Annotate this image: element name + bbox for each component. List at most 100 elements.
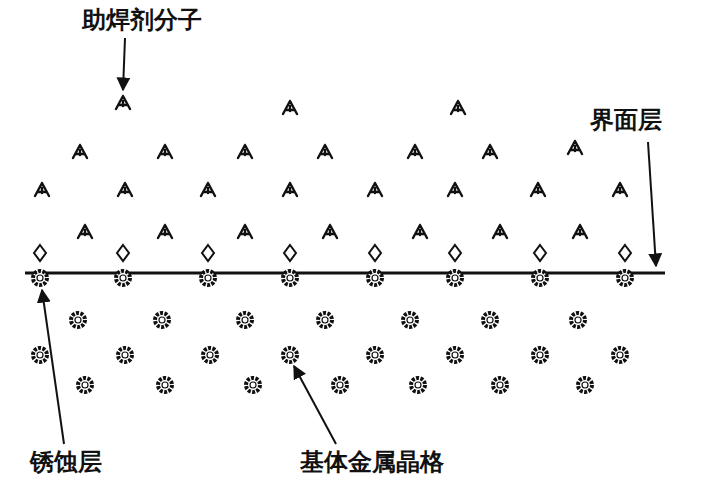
metal-atom [368,348,382,362]
flux-molecule [158,225,172,238]
corrosion-molecule [117,245,129,261]
flux-molecule [323,225,337,238]
flux-molecule [283,101,297,114]
metal-atom [238,313,252,327]
metal-atom-core [575,317,581,323]
metal-atom-core [372,275,378,281]
metal-atom [155,313,169,327]
flux-molecule [283,183,297,196]
flux-molecule [568,141,582,154]
flux-molecule [483,145,497,158]
metal-atom-core [537,352,543,358]
metal-atom [116,271,130,285]
flux-molecule [573,225,587,238]
metal-atom-core [452,275,458,281]
metal-atom [613,348,627,362]
metal-atom-core [487,317,493,323]
metal-atom [318,313,332,327]
leader-line [294,366,336,444]
metal-atom-core [337,382,343,388]
flux-molecule [238,145,252,158]
leader-line [123,38,125,90]
leader-line [648,142,656,266]
flux-molecule [118,183,132,196]
corrosion-molecule [369,245,381,261]
flux-molecule [531,183,545,196]
metal-atom [333,378,347,392]
flux-molecule [238,225,252,238]
metal-atom-core [452,352,458,358]
flux-molecule [73,145,87,158]
flux-molecule [78,225,92,238]
metal-atom-core [37,275,43,281]
metal-atom [448,348,462,362]
metal-atom-core [537,275,543,281]
metal-atom [118,348,132,362]
metal-atom-core [250,382,256,388]
lattice-label: 基体金属晶格 [300,448,444,477]
metal-atom [246,378,260,392]
metal-atom [448,271,462,285]
metal-atom [411,378,425,392]
metal-atom [71,313,85,327]
metal-atom-core [622,275,628,281]
flux-molecule [413,225,427,238]
metal-atom [533,348,547,362]
metal-atom [78,378,92,392]
corrosion-molecule [449,245,461,261]
metal-atom-core [287,352,293,358]
metal-atom [533,271,547,285]
metal-atom-core [120,275,126,281]
metal-atom-core [407,317,413,323]
metal-atom [403,313,417,327]
metal-atom-core [159,317,165,323]
metal-atom [201,271,215,285]
metal-atom-core [582,382,588,388]
flux-molecule [613,183,627,196]
metal-atom [283,348,297,362]
metal-atom-core [162,382,168,388]
flux-molecule [158,145,172,158]
metal-atom-core [82,382,88,388]
metal-atom [33,271,47,285]
corrosion-molecule [619,245,631,261]
metal-atom-core [617,352,623,358]
metal-atom [158,378,172,392]
flux-molecule [448,183,462,196]
metal-atom-core [205,275,211,281]
metal-atom [578,378,592,392]
flux-molecule [408,145,422,158]
corrosion-molecule [284,245,296,261]
metal-atom-core [497,382,503,388]
metal-atom [33,348,47,362]
metal-atom-core [37,352,43,358]
flux-molecule [451,101,465,114]
metal-atom [618,271,632,285]
metal-atom [571,313,585,327]
metal-atom-core [242,317,248,323]
flux-label: 助焊剂分子 [82,6,202,35]
interface-label: 界面层 [590,106,662,135]
corrosion-label: 锈蚀层 [30,448,102,477]
flux-molecule [493,225,507,238]
metal-atom-core [75,317,81,323]
metal-atom [368,271,382,285]
leader-line [42,290,64,444]
flux-molecule [201,183,215,196]
metal-atom [493,378,507,392]
flux-molecule [116,96,130,109]
corrosion-molecule [534,245,546,261]
flux-molecule [318,145,332,158]
metal-atom-core [122,352,128,358]
metal-atom-core [207,352,213,358]
metal-atom-core [415,382,421,388]
metal-atom-core [322,317,328,323]
metal-atom [483,313,497,327]
flux-molecule [35,183,49,196]
metal-atom [203,348,217,362]
metal-atom-core [372,352,378,358]
lattice-symbols [33,96,632,392]
flux-molecule [368,183,382,196]
